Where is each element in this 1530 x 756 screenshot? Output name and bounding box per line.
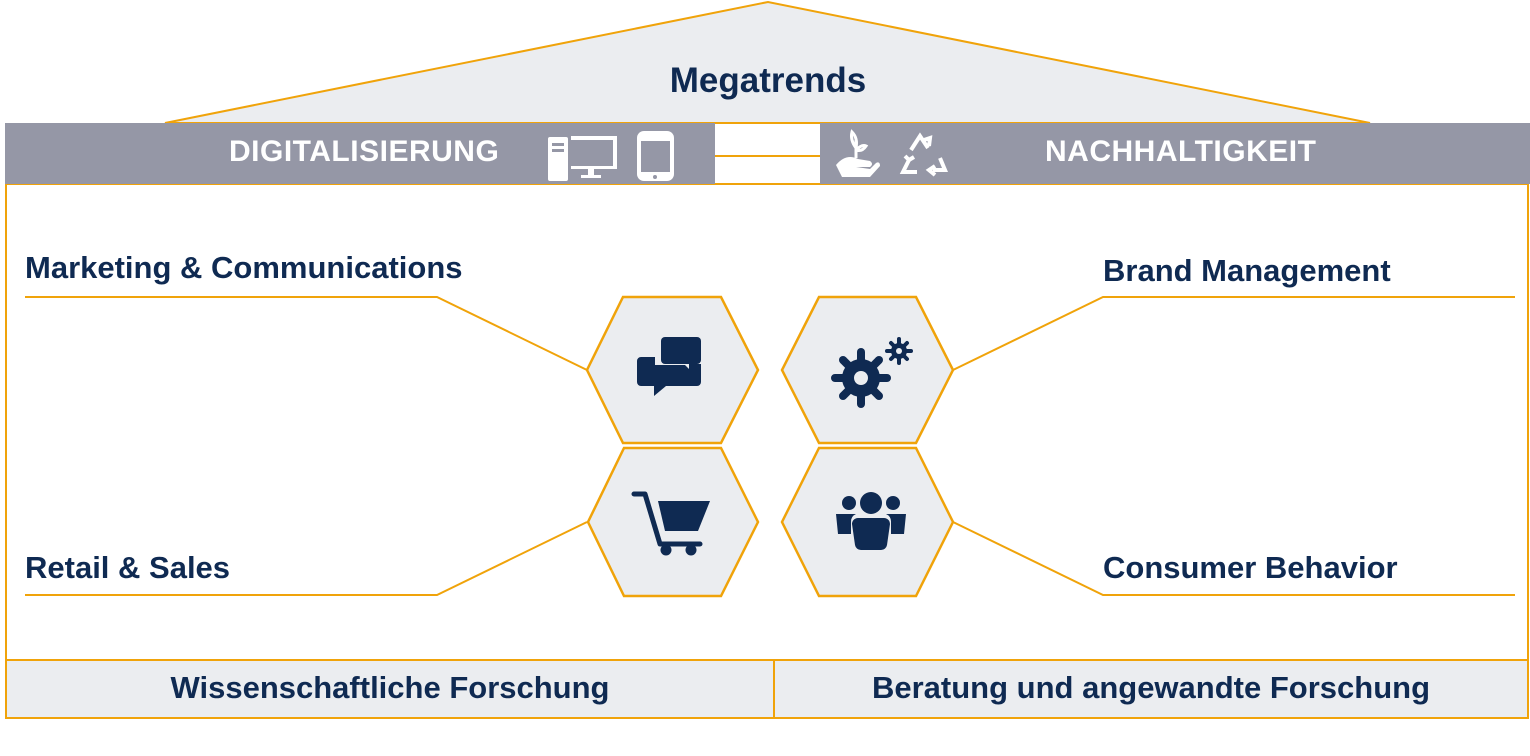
leader-line-marketing (25, 296, 588, 371)
leader-line-retail (25, 521, 588, 596)
chat-bubbles-icon (637, 337, 701, 396)
leader-line-consumer (952, 521, 1515, 596)
area-label-marketing: Marketing & Communications (25, 250, 463, 285)
foundation-right-box (773, 659, 1529, 719)
roof (164, 0, 1371, 124)
foundation-left-label: Wissenschaftliche Forschung (170, 670, 610, 705)
people-group-icon (836, 492, 906, 551)
desktop-computer-icon (548, 136, 617, 181)
nachhaltigkeit-label: NACHHALTIGKEIT (1045, 135, 1317, 168)
recycle-icon (899, 132, 948, 177)
foundation-right-label: Beratung und angewandte Forschung (871, 670, 1430, 705)
leader-line-brand (952, 296, 1515, 371)
digitalisierung-bar (5, 123, 715, 184)
plant-in-hand-icon (836, 129, 880, 177)
digitalisierung-label: DIGITALISIERUNG (229, 135, 500, 168)
tablet-icon (637, 131, 674, 181)
area-label-brand: Brand Management (1103, 253, 1391, 288)
area-label-retail: Retail & Sales (25, 550, 231, 585)
shopping-cart-icon (631, 491, 710, 556)
area-label-consumer: Consumer Behavior (1103, 550, 1398, 585)
nachhaltigkeit-bar (820, 123, 1530, 184)
gears-icon (831, 337, 913, 408)
megatrends-title: Megatrends (669, 61, 867, 100)
